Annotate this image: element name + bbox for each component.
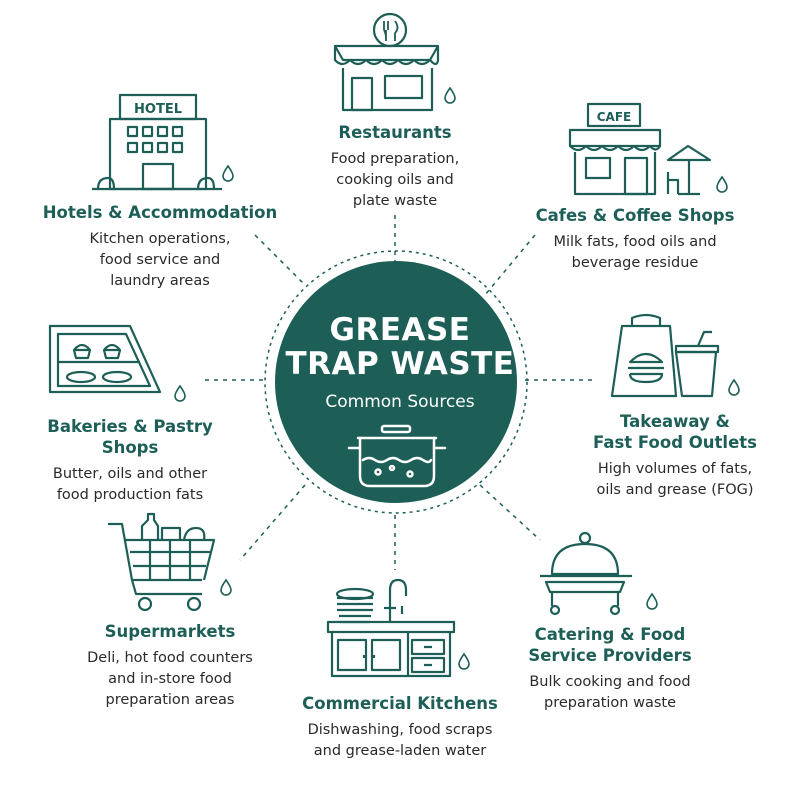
source-supermarkets: Supermarkets Deli, hot food counters and… <box>55 621 285 711</box>
source-title: Catering & Food Service Providers <box>528 625 692 665</box>
droplet-icon <box>444 87 456 104</box>
source-title: Bakeries & Pastry Shops <box>47 417 213 457</box>
source-commercial-kitchens: Commercial Kitchens Dishwashing, food sc… <box>285 693 515 762</box>
droplet-icon <box>174 385 186 402</box>
kitchen-sink-counter-icon <box>326 578 456 678</box>
source-title: Commercial Kitchens <box>302 694 498 713</box>
cafe-sign: CAFE <box>597 110 632 124</box>
droplet-icon <box>458 653 470 670</box>
droplet-icon <box>716 176 728 193</box>
grease-pot-icon <box>347 424 447 488</box>
source-title: Supermarkets <box>104 622 236 641</box>
droplet-icon <box>220 579 232 596</box>
cloche-cart-icon <box>540 531 632 616</box>
source-hotels: Hotels & Accommodation Kitchen operation… <box>40 202 280 292</box>
source-description: Dishwashing, food scraps and grease-lade… <box>307 722 493 759</box>
source-description: Butter, oils and other food production f… <box>52 466 208 503</box>
center-circle <box>275 261 517 503</box>
source-description: Milk fats, food oils and beverage residu… <box>553 234 717 271</box>
center-ring <box>264 250 528 514</box>
source-restaurants: Restaurants Food preparation, cooking oi… <box>290 122 500 212</box>
source-description: Food preparation, cooking oils and plate… <box>330 151 460 209</box>
source-description: Deli, hot food counters and in-store foo… <box>87 650 253 708</box>
connector-lines <box>205 215 595 570</box>
source-title: Takeaway & Fast Food Outlets <box>593 412 757 452</box>
source-takeaway: Takeaway & Fast Food Outlets High volume… <box>565 411 785 501</box>
hotel-sign: HOTEL <box>134 102 182 117</box>
storefront-fork-knife-icon <box>333 12 440 112</box>
center-title-line2: TRAP WASTE <box>285 346 515 382</box>
shopping-cart-icon <box>108 512 216 612</box>
source-description: Kitchen operations, food service and lau… <box>89 231 231 289</box>
droplet-icon <box>646 593 658 610</box>
bakery-display-case-icon <box>48 324 162 394</box>
takeaway-bag-cup-icon <box>610 313 720 398</box>
center-title-line1: GREASE <box>329 312 471 348</box>
source-description: High volumes of fats, oils and grease (F… <box>596 461 754 498</box>
droplet-icon <box>728 379 740 396</box>
connector-catering <box>479 484 541 541</box>
connector-hotels <box>254 234 306 286</box>
source-catering: Catering & Food Service Providers Bulk c… <box>500 624 720 714</box>
cafe-umbrella-icon <box>568 102 712 196</box>
source-title: Hotels & Accommodation <box>42 203 278 222</box>
connector-supermarkets <box>239 484 306 561</box>
source-cafes: Cafes & Coffee Shops Milk fats, food oil… <box>520 205 750 274</box>
center-subtitle: Common Sources <box>325 392 475 412</box>
source-bakeries: Bakeries & Pastry Shops Butter, oils and… <box>20 416 240 506</box>
hotel-building-icon <box>92 93 222 191</box>
droplet-icon <box>222 165 234 182</box>
source-description: Bulk cooking and food preparation waste <box>529 674 691 711</box>
source-title: Cafes & Coffee Shops <box>535 206 735 225</box>
connector-cafes <box>484 234 536 296</box>
source-title: Restaurants <box>338 123 452 142</box>
